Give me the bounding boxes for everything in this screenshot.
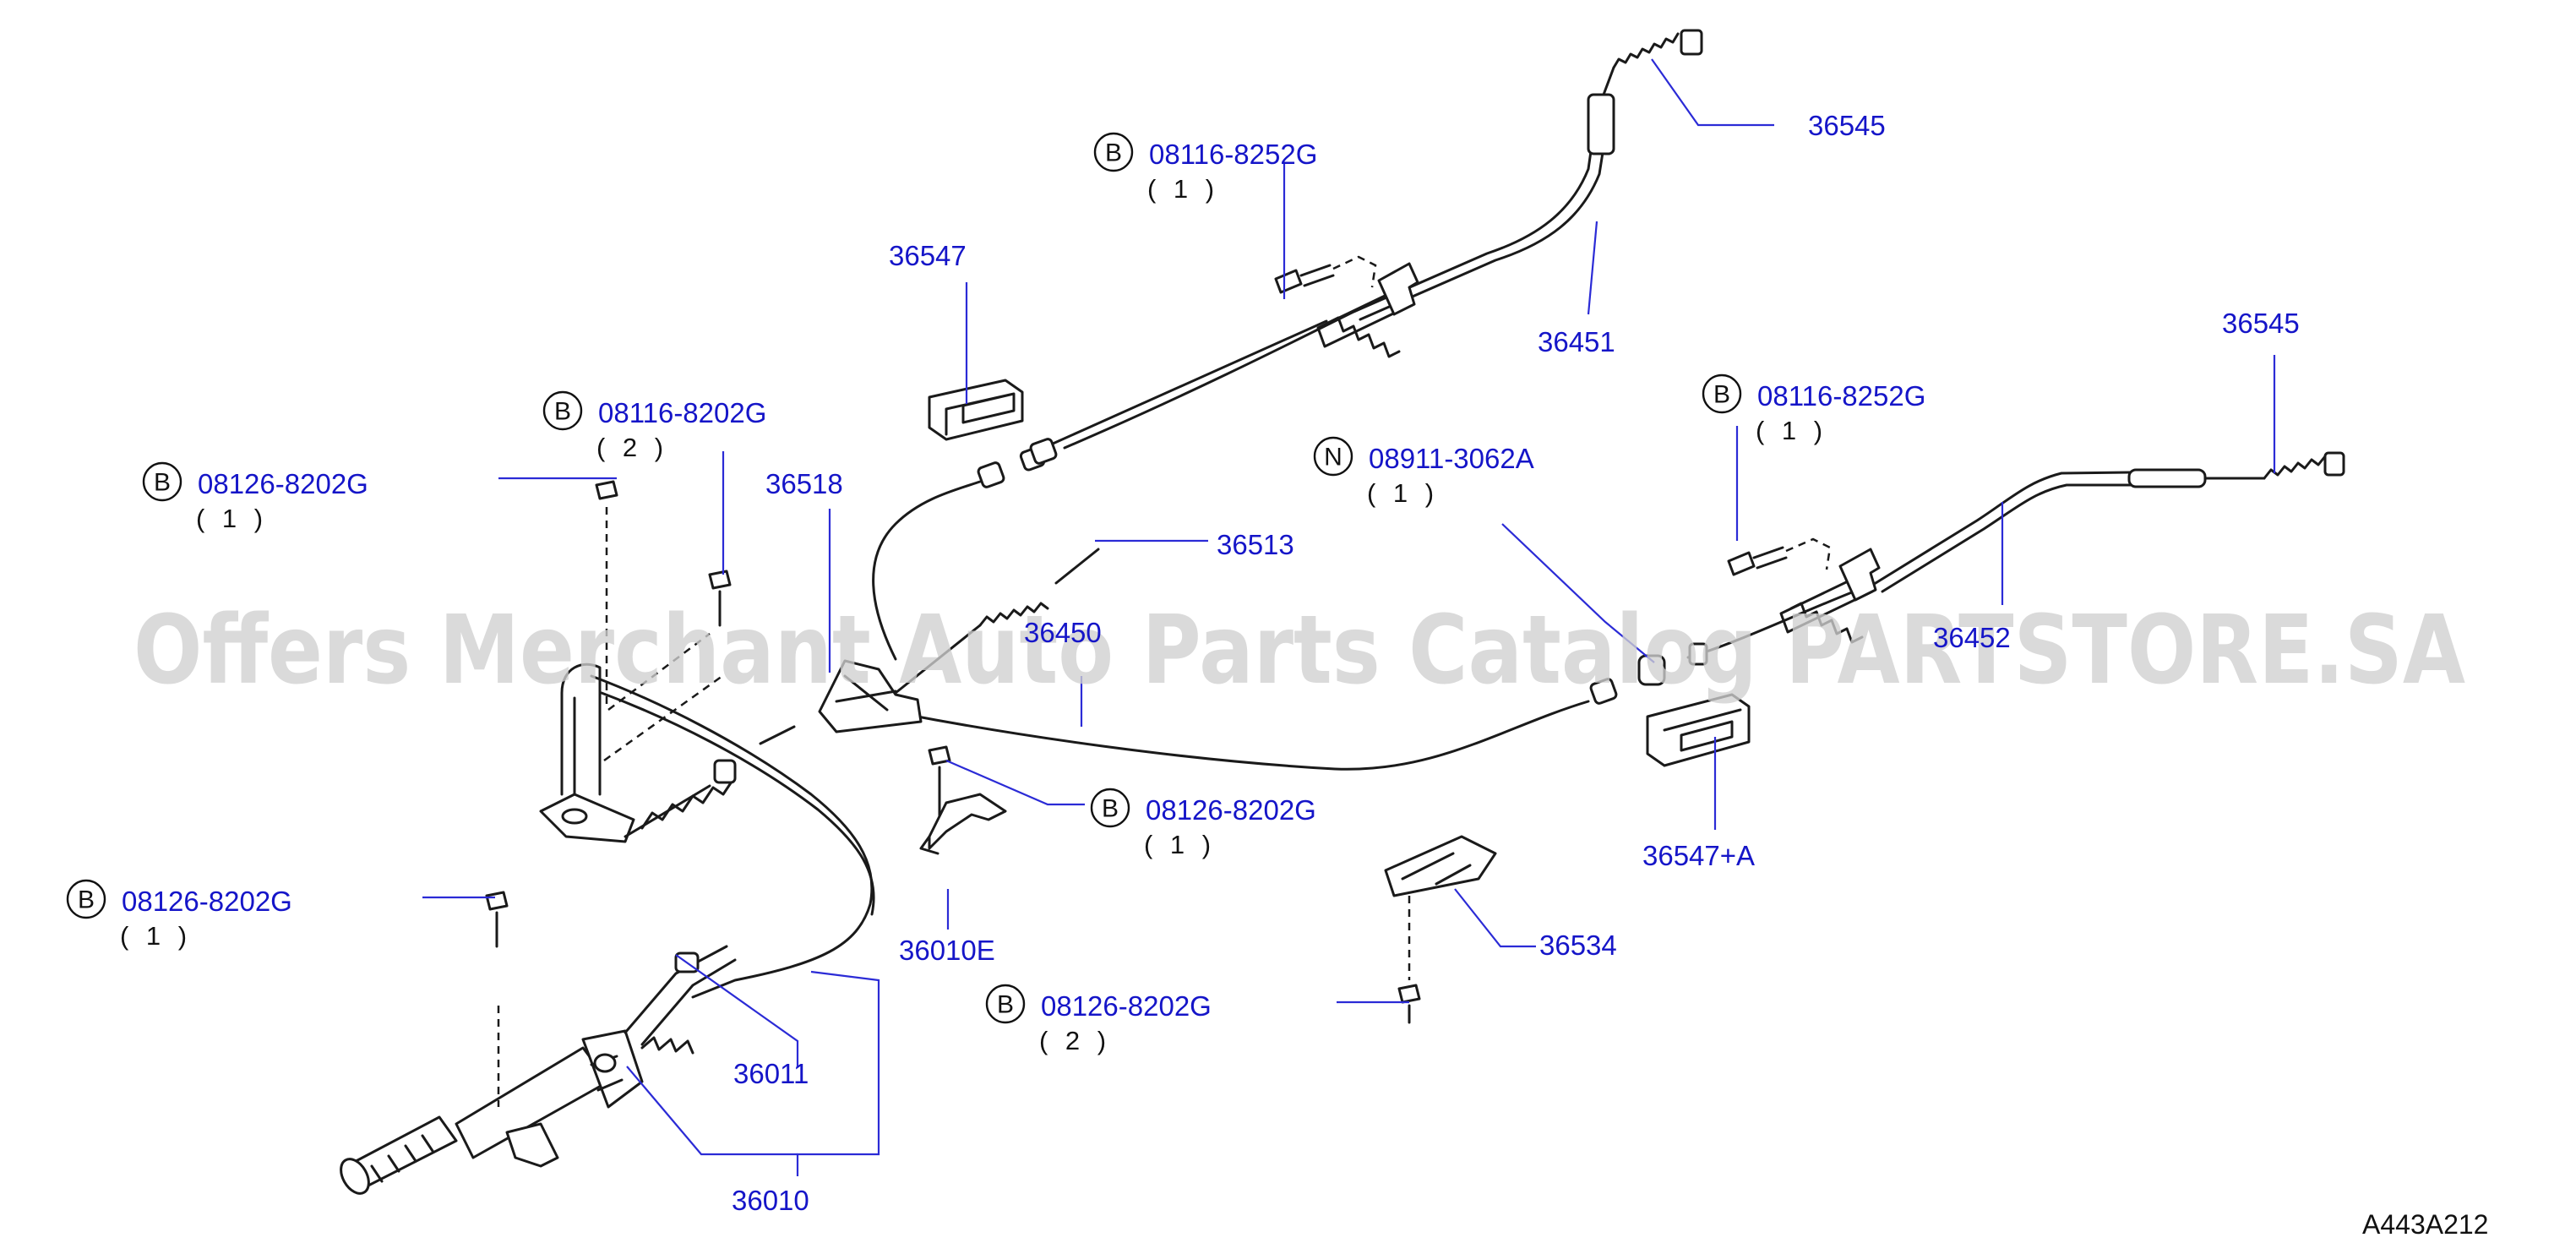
callout-symbol: B [997, 991, 1014, 1019]
callout-b5: B 08126-8202G ( 1 ) [1090, 788, 1316, 859]
label-36451[interactable]: 36451 [1538, 326, 1615, 357]
callout-part-number[interactable]: 08911-3062A [1369, 443, 1534, 474]
callout-b3: B 08126-8202G ( 1 ) [142, 461, 368, 533]
callout-n1: N 08911-3062A ( 1 ) [1313, 436, 1534, 508]
callout-circle [542, 390, 583, 431]
callout-part-number[interactable]: 08116-8252G [1757, 380, 1925, 412]
callout-circle [1093, 132, 1134, 172]
callout-part-number[interactable]: 08126-8202G [1041, 990, 1212, 1022]
grommet-36547-drawing [928, 379, 1024, 441]
label-36547[interactable]: 36547 [889, 240, 967, 271]
rear-cable-right-drawing [1019, 29, 1703, 472]
callout-b6: B 08126-8202G ( 1 ) [66, 879, 292, 951]
lever-cable-drawing [872, 319, 1328, 661]
part-labels: 36545 36451 36547 36545 36518 36513 3645… [732, 110, 2300, 1216]
lever-main-cable-drawing [590, 674, 875, 999]
rear-cable-left-drawing [1637, 451, 2345, 686]
label-36011[interactable]: 36011 [733, 1058, 809, 1089]
callout-part-number[interactable]: 08116-8202G [598, 397, 766, 428]
callout-part-number[interactable]: 08126-8202G [122, 886, 292, 917]
front-cable-drawing [818, 548, 1618, 771]
callout-symbol: B [78, 886, 95, 914]
callout-b4: B 08116-8252G ( 1 ) [1702, 373, 1925, 445]
bracket-36534-drawing [1384, 835, 1497, 897]
label-36010[interactable]: 36010 [732, 1185, 809, 1216]
callout-part-number[interactable]: 08116-8252G [1149, 139, 1317, 170]
callout-qty: ( 1 ) [120, 921, 192, 951]
clamp-36010e-drawing [919, 793, 1007, 855]
label-36547a[interactable]: 36547+A [1642, 840, 1755, 871]
callout-qty: ( 1 ) [1144, 830, 1216, 859]
callout-part-number[interactable]: 08126-8202G [198, 468, 368, 499]
label-36513[interactable]: 36513 [1217, 529, 1294, 560]
watermark-text: Offers Merchant Auto Parts Catalog PARTS… [133, 596, 2465, 706]
label-36534[interactable]: 36534 [1539, 930, 1617, 961]
callout-symbol: B [154, 469, 171, 497]
callout-circle [1090, 788, 1130, 828]
label-36452[interactable]: 36452 [1933, 622, 2011, 653]
callout-circle [142, 461, 182, 502]
callout-circle [1702, 373, 1742, 414]
callout-symbol: N [1324, 444, 1342, 472]
leader-lines [422, 58, 2276, 1176]
lever-bracket-drawing [539, 633, 796, 843]
label-36545-top[interactable]: 36545 [1808, 110, 1886, 141]
diagram-code: A443A212 [2362, 1209, 2488, 1240]
label-36010e[interactable]: 36010E [899, 935, 995, 966]
callout-symbol: B [1102, 795, 1119, 823]
callout-qty: ( 1 ) [1756, 416, 1827, 445]
callout-b7: B 08126-8202G ( 2 ) [985, 984, 1212, 1055]
callout-part-number[interactable]: 08126-8202G [1146, 794, 1316, 826]
callout-circle [1313, 436, 1353, 477]
callout-b2: B 08116-8202G ( 2 ) [542, 390, 766, 462]
label-36518[interactable]: 36518 [765, 468, 843, 499]
callout-qty: ( 1 ) [196, 504, 268, 533]
label-36545-right[interactable]: 36545 [2222, 308, 2300, 339]
callout-qty: ( 1 ) [1147, 174, 1219, 204]
label-36450[interactable]: 36450 [1024, 617, 1102, 648]
callout-circle [985, 984, 1026, 1024]
grommet-36547a-drawing [1646, 693, 1751, 767]
callout-qty: ( 1 ) [1367, 478, 1439, 508]
callout-circle [66, 879, 106, 919]
callout-qty: ( 2 ) [596, 433, 668, 462]
callout-symbol: B [1713, 381, 1730, 409]
callout-qty: ( 2 ) [1039, 1026, 1111, 1055]
callout-b1: B 08116-8252G ( 1 ) [1093, 132, 1317, 204]
callout-symbol: B [1105, 139, 1122, 167]
callout-symbol: B [554, 398, 571, 426]
hand-brake-lever-drawing [340, 945, 737, 1195]
cable-spring-top [1612, 32, 1680, 69]
